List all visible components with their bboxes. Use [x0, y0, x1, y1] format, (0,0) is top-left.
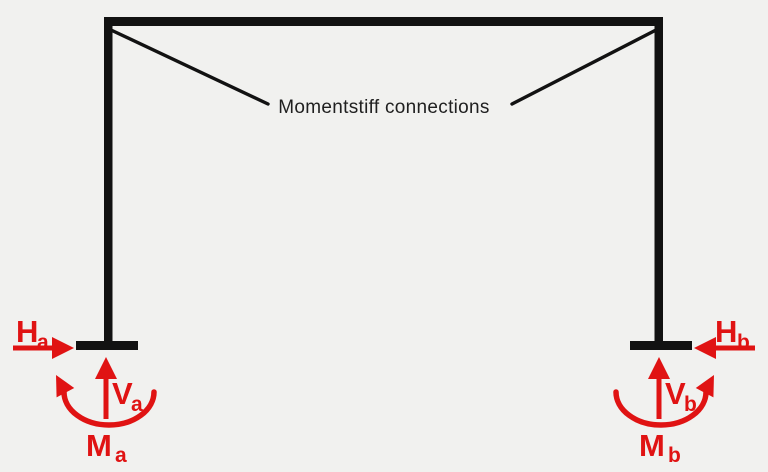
mb-label-subscript: b [668, 444, 681, 467]
ma-label-subscript: a [115, 444, 127, 467]
va-label-subscript: a [131, 393, 143, 416]
vb-label-subscript: b [684, 393, 697, 416]
ha-label: H [16, 314, 38, 349]
ma-label: M [86, 428, 112, 463]
frame-structure [76, 17, 692, 350]
momentstiff-connections-label: Momentstiff connections [278, 97, 489, 118]
leader-line-right-connection [510, 28, 658, 106]
right-base-plate [630, 341, 692, 350]
hb-label-subscript: b [737, 331, 750, 354]
leader-line-left-connection [109, 28, 270, 106]
ha-label-subscript: a [37, 331, 49, 354]
va-arrowhead [95, 357, 117, 379]
ma-moment-arrowhead [56, 374, 75, 398]
right-support-reactions: H b V b M b [613, 314, 755, 467]
left-support-reactions: H a V a M a [13, 314, 157, 467]
ma-moment-arc [61, 389, 157, 428]
mb-moment-arc [613, 389, 709, 428]
frame-right-column [654, 17, 663, 341]
left-base-plate [76, 341, 138, 350]
vb-arrowhead [648, 357, 670, 379]
vb-label: V [665, 376, 686, 411]
hb-label: H [715, 314, 737, 349]
hb-arrowhead [694, 337, 716, 359]
va-label: V [112, 376, 133, 411]
ha-arrowhead [52, 337, 74, 359]
mb-moment-arrowhead [695, 374, 714, 398]
frame-beam [104, 17, 663, 26]
mb-label: M [639, 428, 665, 463]
frame-left-column [104, 17, 113, 341]
